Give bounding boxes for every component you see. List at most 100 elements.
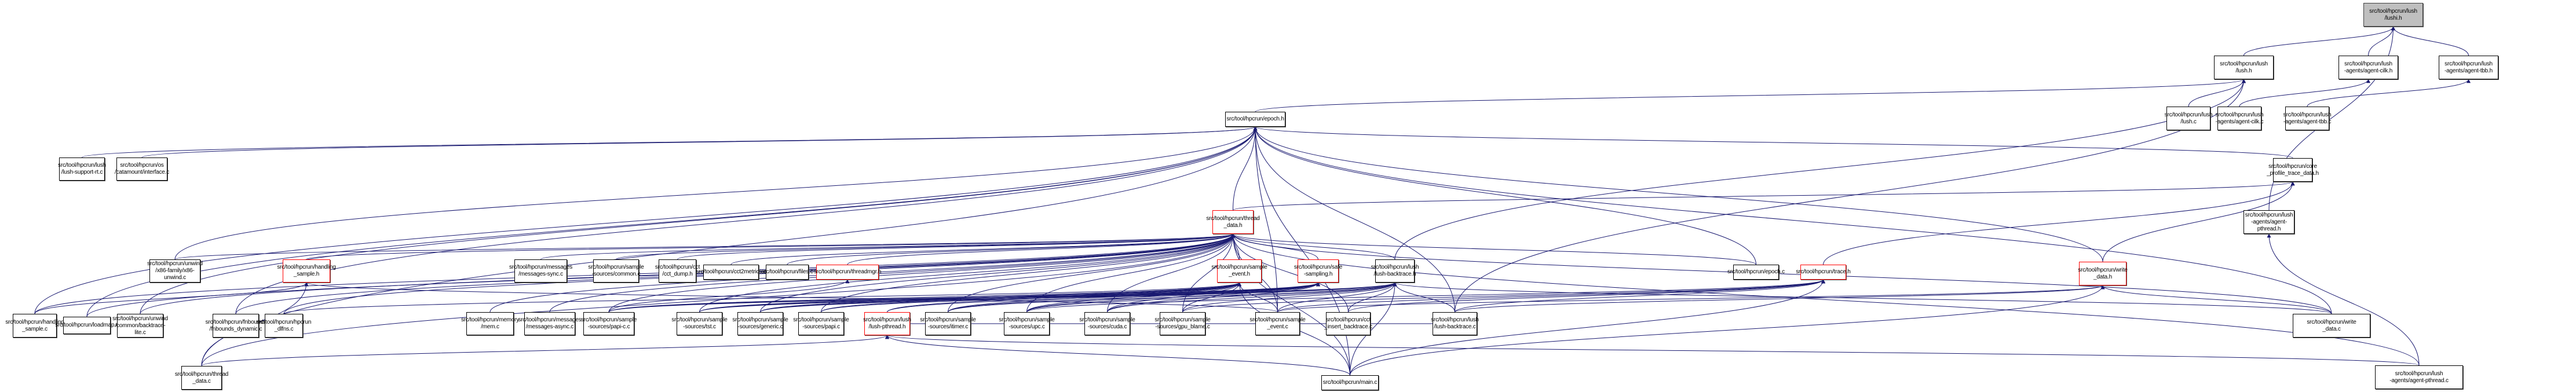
node-label: src/tool/hpcrun/cct _insert_backtrace.c <box>1324 317 1372 330</box>
node-label: src/tool/hpcrun/sample -sources/papi-c.c <box>580 317 637 330</box>
node-cct-dump-h[interactable]: src/tool/hpcrun/cct /cct_dump.h <box>655 259 700 283</box>
node-gpu-blame-c[interactable]: src/tool/hpcrun/sample -sources/gpu_blam… <box>1154 312 1211 335</box>
edge-gpu-blame-c-to-trace-h <box>1182 279 1825 313</box>
node-label: src/tool/hpcrun/sample _event.c <box>1249 317 1306 330</box>
node-upc-c[interactable]: src/tool/hpcrun/sample -sources/upc.c <box>999 312 1055 335</box>
edge-main-c-to-trace-h <box>1350 279 1825 376</box>
node-tst-c[interactable]: src/tool/hpcrun/sample -sources/tst.c <box>671 312 728 335</box>
node-handling-sample-h[interactable]: src/tool/hpcrun/handling _sample.h <box>277 259 336 283</box>
node-epoch-c[interactable]: src/tool/hpcrun/epoch.c <box>1727 265 1785 280</box>
node-label: src/tool/hpcrun/lush /lush.h <box>2220 60 2268 74</box>
node-trace-h[interactable]: src/tool/hpcrun/trace.h <box>1796 265 1851 280</box>
node-lush-c[interactable]: src/tool/hpcrun/lush /lush.c <box>2165 107 2213 130</box>
node-label: src/tool/hpcrun/messages /messages-sync.… <box>509 264 573 277</box>
node-thread-data-h[interactable]: src/tool/hpcrun/thread _data.h <box>1206 210 1260 234</box>
node-agent-pthread-c[interactable]: src/tool/hpcrun/lush -agents/agent-pthre… <box>2375 365 2463 389</box>
node-common-c[interactable]: src/tool/hpcrun/sample -sources/common.c <box>588 259 644 283</box>
node-label: src/tool/hpcrun/safe -sampling.h <box>1294 264 1343 277</box>
edge-cct-dump-h-to-thread-data-h <box>677 233 1235 260</box>
edge-upc-c-to-lush-backtrace-h <box>1026 282 1397 313</box>
node-handling-sample-c[interactable]: src/tool/hpcrun/handling _sample.c <box>5 314 64 338</box>
node-hpcrun-dlfns-c[interactable]: src/tool/hpcrun/hpcrun _dlfns.c <box>257 314 311 338</box>
node-loadmap-c[interactable]: src/tool/hpcrun/loadmap.c <box>55 317 119 334</box>
node-lush-pthread-h[interactable]: src/tool/hpcrun/lush /lush-pthread.h <box>863 312 911 335</box>
node-lush-support-rt-c[interactable]: src/tool/hpcrun/lush /lush-support-rt.c <box>58 157 106 181</box>
node-agent-tbb-h[interactable]: src/tool/hpcrun/lush -agents/agent-tbb.h <box>2439 56 2498 79</box>
node-memory-mem-c[interactable]: src/tool/hpcrun/memory /mem.c <box>461 312 519 335</box>
node-agent-pthread-h[interactable]: src/tool/hpcrun/lush -agents/agent-pthre… <box>2244 210 2294 234</box>
node-papi-c[interactable]: src/tool/hpcrun/sample -sources/papi.c <box>793 312 849 335</box>
node-messages-async-c[interactable]: src/tool/hpcrun/messages /messages-async… <box>518 312 582 335</box>
node-label: src/tool/hpcrun/unwind /x86-family/x86-u… <box>147 261 203 281</box>
node-agent-cilk-c[interactable]: src/tool/hpcrun/lush -agents/agent-cilk.… <box>2215 107 2264 130</box>
node-label: src/tool/hpcrun/sample -sources/papi.c <box>793 317 849 330</box>
node-label: src/tool/hpcrun/lush -agents/agent-tbb.h <box>2445 60 2493 74</box>
edge-lush-support-rt-c-to-epoch-h <box>82 126 1258 158</box>
node-safe-sampling-h[interactable]: src/tool/hpcrun/safe -sampling.h <box>1294 259 1342 283</box>
node-lush-backtrace-c[interactable]: src/tool/hpcrun/lush /lush-backtrace.c <box>1431 312 1479 335</box>
edge-agent-cilk-c-to-agent-cilk-h <box>2239 79 2370 107</box>
node-main-c[interactable]: src/tool/hpcrun/main.c <box>1321 375 1379 390</box>
node-label: src/tool/hpcrun/sample _event.h <box>1211 264 1267 277</box>
node-label: src/tool/hpcrun/lush -agents/agent-tbb.c <box>2283 111 2332 125</box>
node-label: src/tool/hpcrun/lush -agents/agent-cilk.… <box>2215 111 2264 125</box>
edge-handling-sample-c-to-handling-sample-h <box>34 282 309 314</box>
edge-messages-async-c-to-thread-data-h <box>549 233 1235 313</box>
node-lush-h[interactable]: src/tool/hpcrun/lush /lush.h <box>2214 56 2274 79</box>
edge-itimer-c-to-sample-event-h <box>948 282 1241 313</box>
node-files-c[interactable]: src/tool/hpcrun/files.c <box>761 265 813 280</box>
node-label: src/tool/hpcrun/cct /cct_dump.h <box>655 264 700 277</box>
node-generic-c[interactable]: src/tool/hpcrun/sample -sources/generic.… <box>732 312 788 335</box>
node-papi-c-c[interactable]: src/tool/hpcrun/sample -sources/papi-c.c <box>580 312 637 335</box>
node-backtrace-lite-c[interactable]: src/tool/hpcrun/unwind /common/backtrace… <box>112 314 168 338</box>
edge-sample-event-c-to-sample-event-h <box>1237 282 1278 313</box>
node-label: src/tool/hpcrun/main.c <box>1322 379 1377 386</box>
edge-catamount-interface-c-to-epoch-h <box>141 126 1258 158</box>
edge-write-data-c-to-thread-data-h <box>1231 233 2332 314</box>
node-label: src/tool/hpcrun/lush /lush-pthread.h <box>863 317 911 330</box>
edge-lush-h-to-lushi-h <box>2244 26 2395 56</box>
node-catamount-interface-c[interactable]: src/tool/hpcrun/os /catamount/interface.… <box>115 157 169 181</box>
edge-write-data-h-to-epoch-h <box>1253 126 2103 262</box>
edge-papi-c-c-to-thread-data-h <box>608 233 1235 313</box>
node-write-data-h[interactable]: src/tool/hpcrun/write _data.h <box>2078 262 2128 285</box>
node-label: src/tool/hpcrun/handling _sample.c <box>5 318 64 332</box>
node-write-data-c[interactable]: src/tool/hpcrun/write _data.c <box>2293 314 2370 338</box>
edge-agent-tbb-c-to-agent-tbb-h <box>2307 79 2471 107</box>
node-sample-event-c[interactable]: src/tool/hpcrun/sample _event.c <box>1249 312 1306 335</box>
edge-agent-cilk-h-to-lushi-h <box>2368 26 2395 56</box>
edge-trace-h-to-core-profile-trace-data-h <box>1823 181 2295 265</box>
edge-cuda-c-to-lush-backtrace-h <box>1107 282 1397 313</box>
node-itimer-c[interactable]: src/tool/hpcrun/sample -sources/itimer.c <box>920 312 976 335</box>
edge-hpcrun-dlfns-c-to-sample-event-h <box>283 282 1241 314</box>
edge-backtrace-lite-c-to-epoch-h <box>140 126 1258 314</box>
node-lush-backtrace-h[interactable]: src/tool/hpcrun/lush /lush-backtrace.h <box>1371 259 1419 283</box>
node-label: src/tool/hpcrun/sample -sources/gpu_blam… <box>1154 317 1211 330</box>
edge-thread-data-h-to-epoch-h <box>1233 126 1258 211</box>
node-sample-event-h[interactable]: src/tool/hpcrun/sample _event.h <box>1211 259 1267 283</box>
edge-threadmgr-h-to-thread-data-h <box>847 233 1235 265</box>
edge-sample-event-c-to-lush-backtrace-h <box>1277 282 1397 313</box>
edge-x86-unwind-c-to-thread-data-h <box>174 233 1235 260</box>
node-label: src/tool/hpcrun/lush /lush-support-rt.c <box>58 162 106 175</box>
node-agent-cilk-h[interactable]: src/tool/hpcrun/lush -agents/agent-cilk.… <box>2339 56 2398 79</box>
node-messages-sync-c[interactable]: src/tool/hpcrun/messages /messages-sync.… <box>509 259 572 283</box>
node-cuda-c[interactable]: src/tool/hpcrun/sample -sources/cuda.c <box>1079 312 1135 335</box>
node-label: src/tool/hpcrun/trace.h <box>1796 269 1851 275</box>
node-core-profile-trace-data-h[interactable]: src/tool/hpcrun/core _profile_trace_data… <box>2267 158 2319 182</box>
edge-epoch-c-to-thread-data-h <box>1231 233 1756 265</box>
edge-thread-data-c-to-thread-data-h <box>201 233 1235 367</box>
node-cct-insert-backtrace-c[interactable]: src/tool/hpcrun/cct _insert_backtrace.c <box>1324 312 1372 335</box>
node-thread-data-c[interactable]: src/tool/hpcrun/thread _data.c <box>175 366 228 390</box>
node-x86-unwind-c[interactable]: src/tool/hpcrun/unwind /x86-family/x86-u… <box>147 259 203 283</box>
node-fnbounds-dynamic-c[interactable]: src/tool/hpcrun/fnbounds /fnbounds_dynam… <box>206 314 266 338</box>
edge-itimer-c-to-lush-backtrace-h <box>948 282 1397 313</box>
edge-itimer-c-to-safe-sampling-h <box>948 282 1320 313</box>
node-epoch-h[interactable]: src/tool/hpcrun/epoch.h <box>1225 112 1285 127</box>
node-label: src/tool/hpcrun/cct2metrics.c <box>696 269 766 275</box>
node-threadmgr-h[interactable]: src/tool/hpcrun/threadmgr.h <box>814 265 881 280</box>
node-cct2metrics-c[interactable]: src/tool/hpcrun/cct2metrics.c <box>696 265 766 280</box>
node-agent-tbb-c[interactable]: src/tool/hpcrun/lush -agents/agent-tbb.c <box>2283 107 2332 130</box>
edge-messages-sync-c-to-thread-data-h <box>540 233 1235 260</box>
